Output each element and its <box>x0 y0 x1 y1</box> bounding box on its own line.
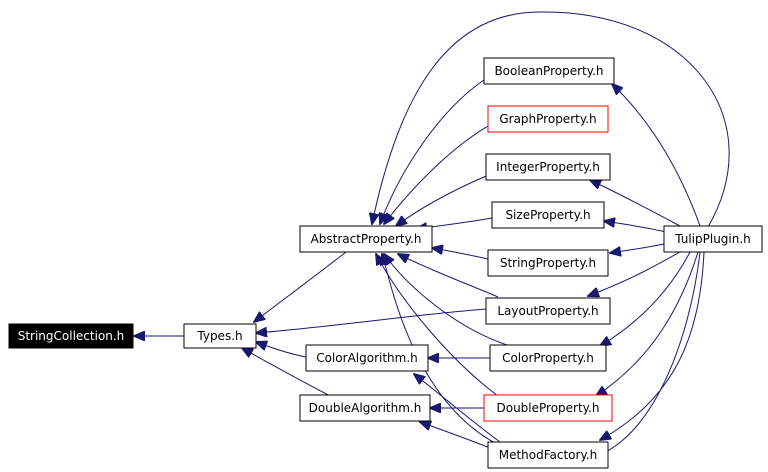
node-color-algorithm[interactable]: ColorAlgorithm.h <box>305 344 429 372</box>
edge-tulip-plugin-to-color-property <box>600 251 691 346</box>
node-method-factory[interactable]: MethodFactory.h <box>487 441 609 469</box>
node-size-property[interactable]: SizeProperty.h <box>491 201 605 229</box>
edge-method-factory-to-color-algorithm <box>414 374 501 443</box>
edge-string-property-to-abstract-property <box>432 248 489 260</box>
edge-tulip-plugin-to-layout-property <box>588 251 681 296</box>
node-graph-property[interactable]: GraphProperty.h <box>487 105 609 133</box>
node-types[interactable]: Types.h <box>183 323 257 349</box>
node-color-algorithm-label: ColorAlgorithm.h <box>316 351 418 365</box>
edge-tulip-plugin-to-double-property <box>596 251 699 396</box>
edge-double-algorithm-to-types <box>242 348 331 397</box>
node-tulip-plugin-label: TulipPlugin.h <box>674 232 751 246</box>
edge-tulip-plugin-to-boolean-property <box>612 84 701 227</box>
edge-graph-property-to-abstract-property <box>384 125 489 224</box>
edge-method-factory-to-double-algorithm <box>420 422 491 449</box>
edge-layout-property-to-abstract-property <box>398 254 499 298</box>
node-double-property[interactable]: DoubleProperty.h <box>483 394 613 422</box>
node-string-property[interactable]: StringProperty.h <box>487 249 609 277</box>
edge-double-property-to-abstract-property <box>376 254 499 397</box>
node-graph-property-label: GraphProperty.h <box>499 112 596 126</box>
node-layout-property-label: LayoutProperty.h <box>497 304 598 318</box>
edge-layout-property-to-types <box>256 308 487 333</box>
node-method-factory-label: MethodFactory.h <box>499 448 598 462</box>
edge-tulip-plugin-to-abstract-property-top <box>372 11 730 228</box>
node-boolean-property[interactable]: BooleanProperty.h <box>483 57 615 85</box>
node-integer-property[interactable]: IntegerProperty.h <box>485 153 611 181</box>
node-string-collection[interactable]: StringCollection.h <box>8 323 134 349</box>
edge-color-algorithm-to-types <box>256 342 307 358</box>
node-double-property-label: DoubleProperty.h <box>496 401 599 415</box>
edge-abstract-property-to-types <box>254 251 347 322</box>
node-size-property-label: SizeProperty.h <box>505 208 590 222</box>
edges <box>134 11 730 462</box>
node-double-algorithm[interactable]: DoubleAlgorithm.h <box>299 394 431 422</box>
node-abstract-property-label: AbstractProperty.h <box>311 232 422 246</box>
node-string-property-label: StringProperty.h <box>500 256 596 270</box>
node-integer-property-label: IntegerProperty.h <box>496 160 600 174</box>
edge-boolean-property-to-abstract-property <box>380 79 485 224</box>
edge-tulip-plugin-to-integer-property <box>590 180 681 227</box>
node-tulip-plugin[interactable]: TulipPlugin.h <box>663 225 763 253</box>
node-color-property-label: ColorProperty.h <box>502 351 594 365</box>
node-types-label: Types.h <box>196 329 242 343</box>
node-boolean-property-label: BooleanProperty.h <box>494 64 603 78</box>
node-abstract-property[interactable]: AbstractProperty.h <box>299 225 433 253</box>
node-layout-property[interactable]: LayoutProperty.h <box>485 297 611 325</box>
edge-color-property-to-abstract-property <box>384 254 511 347</box>
node-string-collection-label: StringCollection.h <box>18 329 125 343</box>
node-double-algorithm-label: DoubleAlgorithm.h <box>309 401 422 415</box>
node-color-property[interactable]: ColorProperty.h <box>489 344 607 372</box>
edge-tulip-plugin-to-method-factory <box>600 251 705 440</box>
edge-tulip-plugin-to-string-property <box>610 243 665 253</box>
edge-tulip-plugin-to-size-property <box>604 221 667 233</box>
edge-integer-property-to-abstract-property <box>396 175 487 226</box>
